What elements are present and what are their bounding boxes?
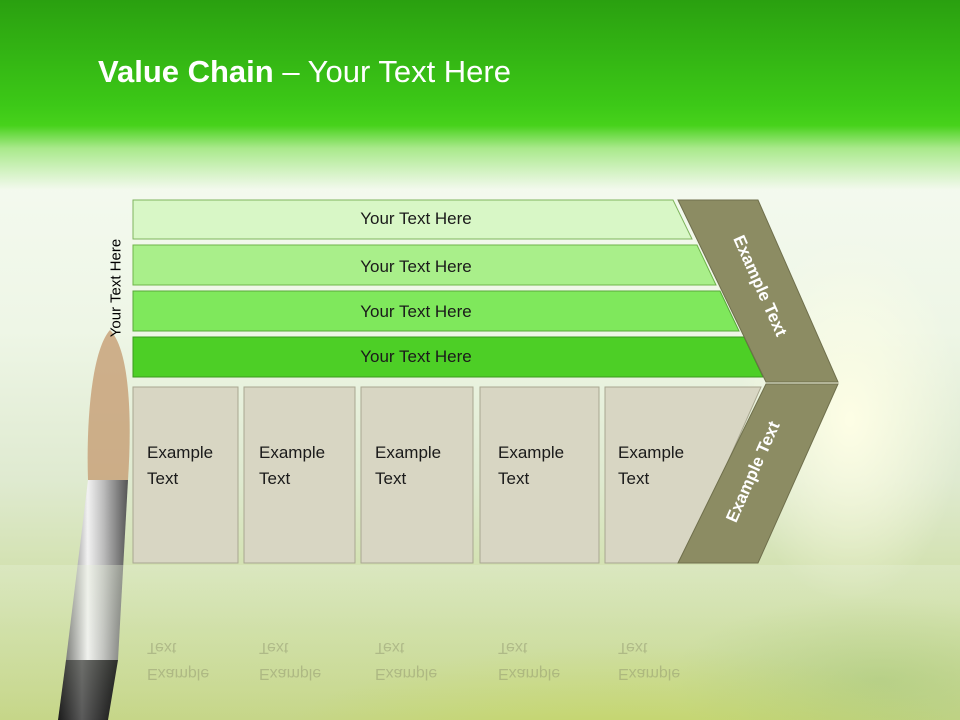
header-band	[0, 0, 960, 190]
box-2-line2: Text	[259, 469, 291, 488]
reflection-1-line1: Example	[147, 665, 210, 682]
box-3-line1: Example	[375, 443, 442, 462]
reflection	[0, 565, 960, 720]
reflection-text-4: Example Text	[498, 634, 560, 686]
reflection-2-line1: Example	[259, 665, 322, 682]
box-4-line2: Text	[498, 469, 530, 488]
bar-2	[132, 244, 717, 286]
reflection-2-line2: Text	[259, 639, 289, 656]
box-5-line2: Text	[618, 469, 650, 488]
box-4-line1: Example	[498, 443, 565, 462]
box-5-line1: Example	[618, 443, 685, 462]
reflection-4-line1: Example	[498, 665, 561, 682]
bar-1-label: Your Text Here	[360, 209, 472, 228]
reflection-4-line2: Text	[498, 639, 528, 656]
boxes-group	[132, 386, 762, 564]
reflection-5-line1: Example	[618, 665, 681, 682]
reflection-text-1: Example Text	[147, 634, 209, 686]
bar-3-label: Your Text Here	[360, 302, 472, 321]
bar-4	[132, 336, 764, 378]
bar-3	[132, 290, 740, 332]
title-bold: Value Chain	[98, 54, 274, 89]
title-rest: – Your Text Here	[273, 54, 511, 89]
box-4	[479, 386, 600, 564]
reflection-3-line2: Text	[375, 639, 405, 656]
box-2	[243, 386, 356, 564]
chevron-upper	[677, 199, 839, 383]
box-1	[132, 386, 239, 564]
bar-2-label: Your Text Here	[360, 257, 472, 276]
reflection-5-line2: Text	[618, 639, 648, 656]
bar-4-label: Your Text Here	[360, 347, 472, 366]
reflection-text-5: Example Text	[618, 634, 680, 686]
chevron-lower	[677, 383, 839, 564]
box-1-line1: Example	[147, 443, 214, 462]
paintbrush-image	[58, 330, 130, 720]
chevron-group: Example Text Example Text	[677, 199, 839, 564]
box-1-line2: Text	[147, 469, 179, 488]
box-3	[360, 386, 474, 564]
reflection-text-2: Example Text	[259, 634, 321, 686]
box-2-line1: Example	[259, 443, 326, 462]
reflection-3-line1: Example	[375, 665, 438, 682]
slide-title: Value Chain – Your Text Here	[98, 54, 511, 90]
bar-1	[132, 199, 693, 240]
reflection-text-3: Example Text	[375, 634, 437, 686]
bars-group: Your Text Here Your Text Here Your Text …	[132, 199, 764, 378]
reflection-1-line2: Text	[147, 639, 177, 656]
box-3-line2: Text	[375, 469, 407, 488]
